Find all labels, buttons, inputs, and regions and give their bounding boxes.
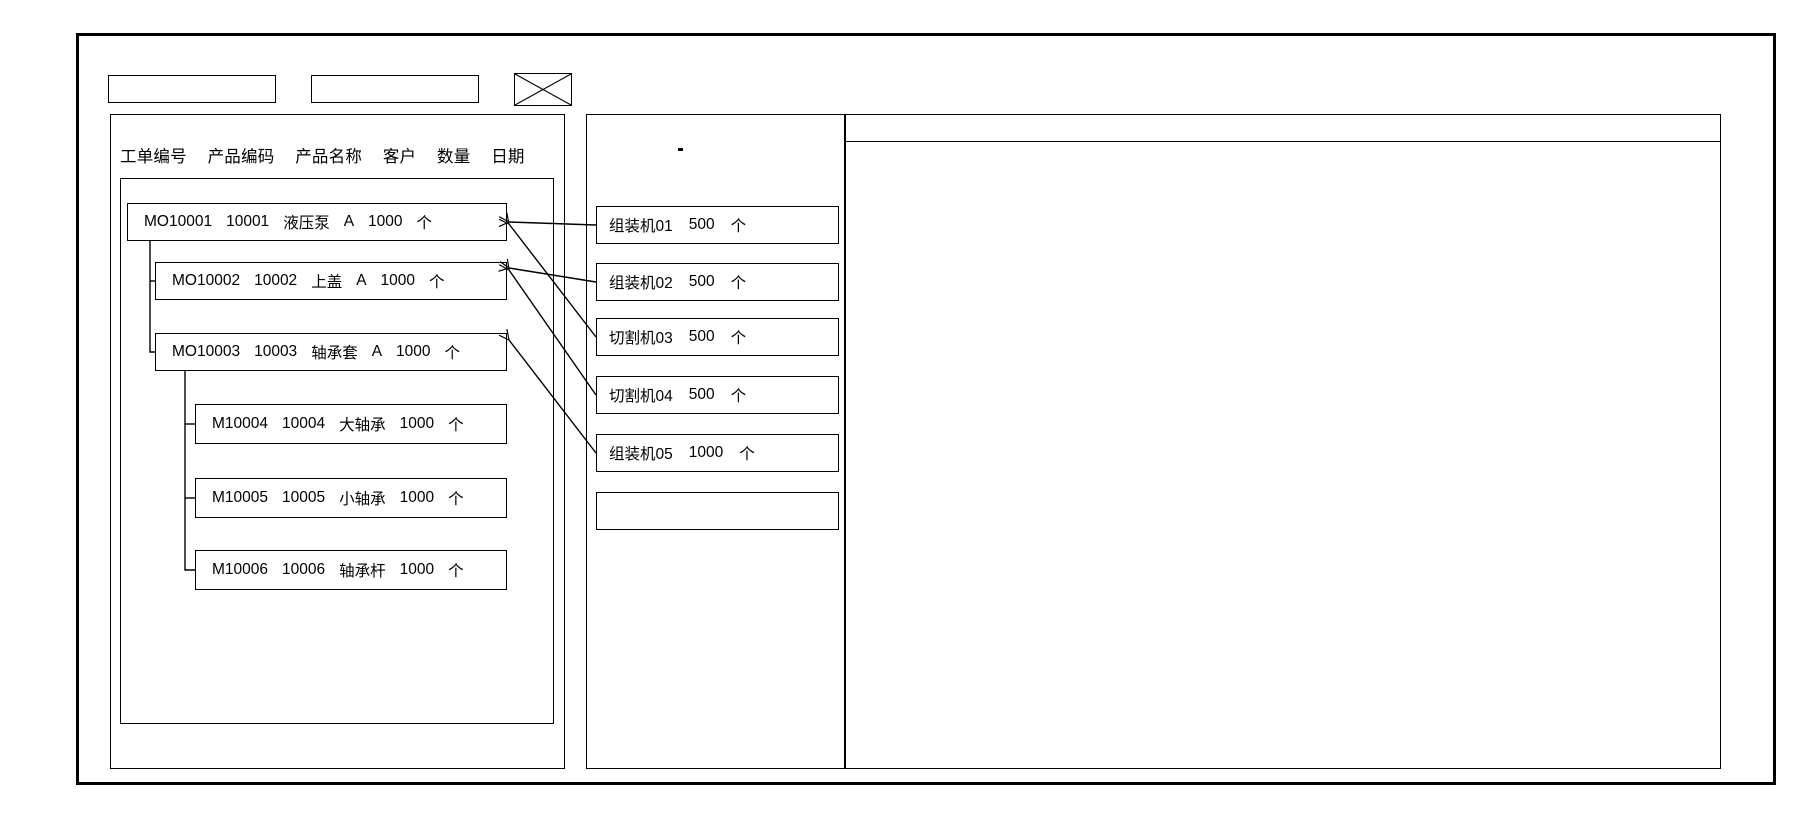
node-unit: 个	[444, 345, 461, 362]
node-order-no: MO10001	[144, 213, 213, 230]
node-product-name: 上盖	[311, 274, 343, 291]
node-product-name: 轴承杆	[339, 563, 386, 580]
column-header-product-name: 产品名称	[295, 148, 363, 166]
node-product-code: 10003	[254, 343, 298, 360]
machine-unit: 个	[730, 388, 747, 405]
tree-row[interactable]: MO10003 10003 轴承套 A 1000 个	[155, 333, 507, 371]
node-qty: 1000	[396, 343, 431, 360]
column-header-qty: 数量	[437, 148, 471, 166]
column-header-customer: 客户	[382, 148, 417, 166]
tree-row[interactable]: M10004 10004 大轴承 1000 个	[195, 404, 507, 444]
tree-row[interactable]: M10005 10005 小轴承 1000 个	[195, 478, 507, 518]
detail-panel	[845, 114, 1721, 769]
machine-unit: 个	[730, 218, 747, 235]
node-unit: 个	[416, 215, 433, 232]
toolbar-box-1[interactable]	[108, 75, 276, 103]
node-qty: 1000	[399, 415, 435, 432]
detail-panel-header-divider	[846, 141, 1720, 142]
node-product-code: 10004	[282, 415, 326, 432]
node-product-code: 10002	[254, 272, 298, 289]
node-product-name: 液压泵	[283, 215, 330, 232]
crossed-box-icon	[515, 73, 571, 105]
node-order-no: MO10002	[172, 272, 241, 289]
node-order-no: M10004	[212, 415, 269, 432]
node-qty: 1000	[399, 489, 435, 506]
node-unit: 个	[448, 563, 464, 580]
machine-card[interactable]: 组装机02 500 个	[596, 263, 839, 301]
machine-card[interactable]: 组装机05 1000 个	[596, 434, 839, 472]
node-qty: 1000	[368, 213, 403, 230]
node-unit: 个	[448, 491, 464, 508]
toolbar-spacer-1	[276, 89, 311, 90]
machine-name: 切割机03	[609, 330, 673, 347]
machine-name: 组装机05	[609, 446, 673, 463]
toolbar-box-2[interactable]	[311, 75, 479, 103]
node-product-name: 大轴承	[339, 417, 386, 434]
machine-qty: 500	[688, 328, 715, 345]
toolbar-spacer-2	[479, 89, 514, 90]
machine-panel-header-mark	[678, 148, 683, 151]
node-customer: A	[371, 343, 383, 360]
node-qty: 1000	[399, 561, 435, 578]
node-order-no: M10005	[212, 489, 269, 506]
column-header-product-code: 产品编码	[207, 148, 275, 166]
machine-card[interactable]: 切割机04 500 个	[596, 376, 839, 414]
machine-card-empty[interactable]	[596, 492, 839, 530]
toolbar-image-placeholder[interactable]	[514, 72, 572, 106]
machine-qty: 500	[688, 273, 715, 290]
node-unit: 个	[448, 417, 464, 434]
machine-qty: 500	[688, 386, 715, 403]
node-customer: A	[343, 213, 355, 230]
node-order-no: M10006	[212, 561, 269, 578]
toolbar	[108, 72, 572, 106]
machine-name: 切割机04	[609, 388, 673, 405]
node-product-code: 10001	[226, 213, 270, 230]
node-qty: 1000	[380, 272, 416, 289]
tree-row[interactable]: MO10002 10002 上盖 A 1000 个	[155, 262, 507, 300]
tree-row[interactable]: MO10001 10001 液压泵 A 1000 个	[127, 203, 507, 241]
tree-container	[120, 178, 554, 724]
tree-row[interactable]: M10006 10006 轴承杆 1000 个	[195, 550, 507, 590]
machine-unit: 个	[730, 275, 747, 292]
machine-card[interactable]: 组装机01 500 个	[596, 206, 839, 244]
node-product-code: 10006	[282, 561, 326, 578]
machine-qty: 500	[688, 216, 715, 233]
machine-qty: 1000	[688, 444, 724, 461]
column-header-date: 日期	[491, 148, 525, 166]
node-order-no: MO10003	[172, 343, 241, 360]
machine-unit: 个	[739, 446, 755, 463]
node-product-code: 10005	[282, 489, 326, 506]
node-unit: 个	[429, 274, 445, 291]
machine-card[interactable]: 切割机03 500 个	[596, 318, 839, 356]
node-product-name: 轴承套	[311, 345, 358, 362]
machine-name: 组装机01	[609, 218, 673, 235]
node-product-name: 小轴承	[339, 491, 386, 508]
machine-unit: 个	[730, 330, 747, 347]
node-customer: A	[356, 272, 367, 289]
tree-column-headers: 工单编号 产品编码 产品名称 客户 数量 日期	[120, 143, 525, 167]
column-header-order-no: 工单编号	[120, 148, 187, 166]
machine-name: 组装机02	[609, 275, 673, 292]
